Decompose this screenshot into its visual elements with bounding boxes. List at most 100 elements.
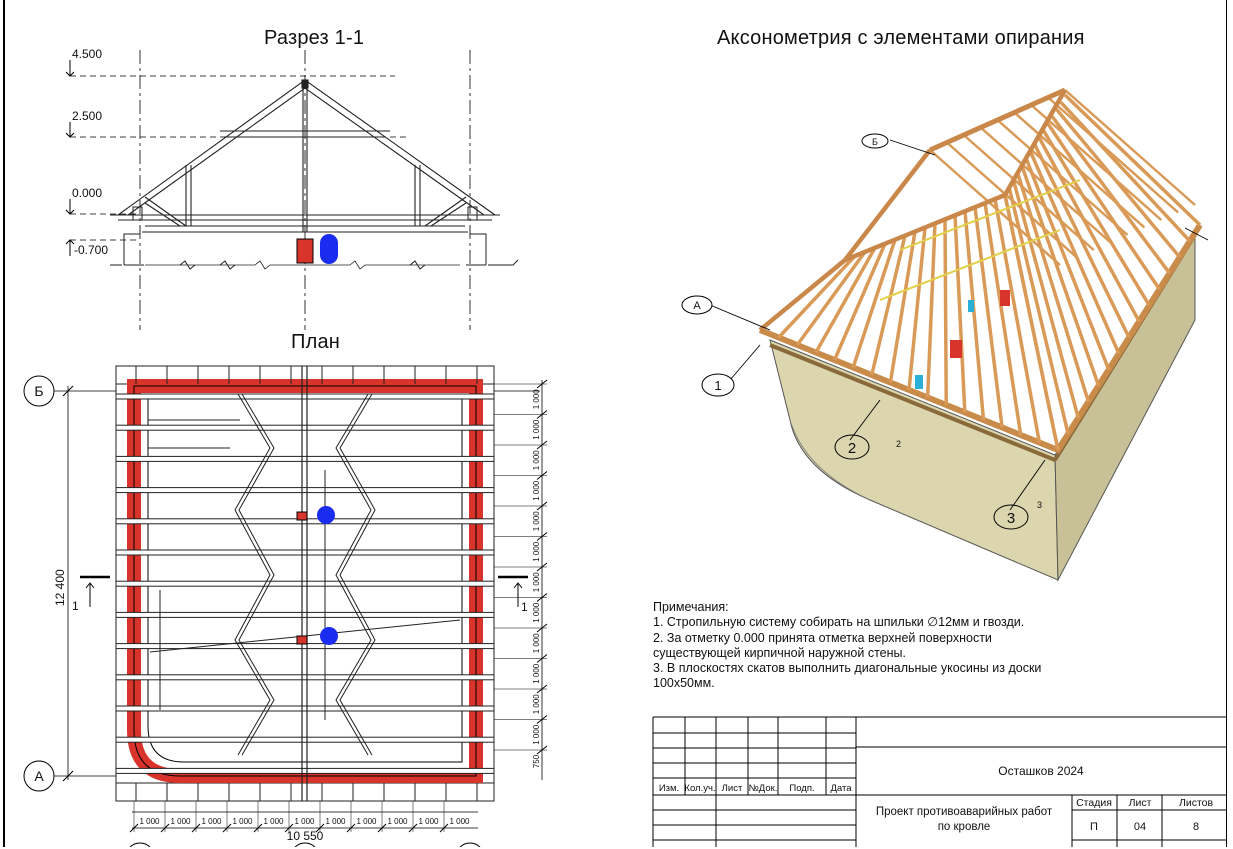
level-4500: 4.500: [72, 47, 102, 61]
right-dim-label: 1 000: [532, 389, 541, 410]
axo-hip: [844, 192, 1006, 263]
svg-text:1: 1: [714, 378, 721, 393]
stamp-h-koluch: Кол.уч.: [684, 783, 715, 794]
stamp-sheets-label: Листов: [1179, 797, 1214, 809]
axo-rafter: [1020, 165, 1101, 387]
axo-rafter: [851, 239, 897, 369]
frame-left: [3, 0, 5, 847]
stamp-h-list: Лист: [722, 783, 743, 794]
right-dim-label: 1 000: [532, 450, 541, 471]
stamp-h-data: Дата: [830, 783, 852, 794]
plan-post-2: [296, 635, 308, 645]
axonometry-title: Аксонометрия с элементами опирания: [717, 27, 1085, 49]
plan-ridge: [301, 366, 308, 801]
plan-braces: [148, 393, 461, 756]
level-0700: -0.700: [74, 243, 108, 257]
axo-rafter: [1050, 115, 1171, 275]
axo-mark-1: 1: [701, 373, 735, 397]
plan-rafter: [115, 611, 495, 618]
right-dim-label: 1 000: [532, 694, 541, 715]
axis-a-label: А: [34, 768, 44, 784]
svg-text:3: 3: [1007, 510, 1015, 527]
axo-rafter: [943, 219, 948, 406]
stamp-project-1: Проект противоаварийных работ: [876, 806, 1053, 818]
stamp-stage: П: [1090, 821, 1098, 833]
notes-heading: Примечания:: [653, 600, 729, 614]
stamp-h-ndok: №Док.: [749, 783, 778, 794]
axo-rafter: [925, 223, 937, 398]
section-mark-right: 1: [521, 600, 528, 614]
plan-rafter: [115, 767, 495, 774]
axonometry-drawing: Б А 1 2 3 2 3: [681, 87, 1209, 582]
bottom-dim-label: 1 000: [325, 817, 346, 826]
axo-rafters: [758, 88, 1202, 451]
axo-rafter: [1064, 89, 1196, 206]
bottom-dim-label: 1 000: [201, 817, 222, 826]
axo-interior: [879, 179, 1081, 389]
right-dim-label: 1 000: [532, 541, 541, 562]
axo-rafter: [1063, 93, 1202, 227]
svg-text:Б: Б: [872, 137, 878, 147]
plan-rafter: [115, 705, 495, 712]
right-dim-label: 1 000: [532, 663, 541, 684]
notes-line-4: 3. В плоскостях скатов выполнить диагона…: [653, 661, 1042, 676]
axo-hip: [843, 148, 932, 262]
level-0000: 0.000: [72, 186, 102, 200]
axo-rafter: [1037, 137, 1141, 323]
plan-rafter: [115, 674, 495, 681]
blue-pipe: [320, 234, 338, 264]
right-dim-label: 1 000: [532, 633, 541, 654]
bottom-dim-label: 1 000: [263, 817, 284, 826]
axo-rafter: [1042, 129, 1151, 307]
axo-rafter: [907, 227, 927, 391]
stamp-org: Осташков 2024: [998, 764, 1084, 778]
notes-block: Примечания: 1. Стропильную систему собир…: [653, 600, 1113, 692]
plan-width-dim: 10 550: [287, 829, 324, 843]
axo-rafter: [1030, 104, 1163, 221]
section-cut-left: [80, 575, 110, 607]
plan-rafter: [115, 424, 495, 431]
walls-section: [110, 206, 519, 270]
axo-rafter: [963, 211, 986, 421]
axo-rafter: [983, 202, 1023, 436]
notes-line-5: 100x50мм.: [653, 676, 715, 691]
bottom-dim-label: 1 000: [170, 817, 191, 826]
right-dim-label: 1 000: [532, 419, 541, 440]
right-dim-label: 1 000: [532, 724, 541, 745]
right-dim-chain: 1 000 1 000 1 000 1 000 1 000 1 000 1 000 1 000…: [494, 379, 548, 768]
plan-post-1: [296, 511, 308, 521]
axo-ridge: [928, 87, 1067, 153]
level-2500: 2.500: [72, 109, 102, 123]
section-title: Разрез 1-1: [264, 27, 365, 49]
plan-rafter: [115, 393, 495, 400]
plan-rafter: [115, 736, 495, 743]
axo-rafter: [929, 149, 1061, 266]
axo-rafter: [777, 254, 857, 339]
axo-rafter: [1047, 96, 1179, 214]
axo-rafter: [795, 250, 867, 347]
stamp-h-podp: Подп.: [789, 783, 814, 794]
axo-wall-label-3: 3: [1037, 500, 1042, 510]
notes-line-1: 1. Стропильную систему собирать на шпиль…: [653, 615, 1025, 630]
plan-rafter: [115, 549, 495, 556]
axo-rafter: [1016, 173, 1091, 403]
stamp-project-2: по кровле: [938, 821, 991, 833]
axo-mark-b: Б: [861, 133, 889, 149]
bottom-dim-label: 1 000: [294, 817, 315, 826]
axo-mark-3: 3: [993, 504, 1029, 530]
axo-mark-a: А: [681, 295, 713, 315]
right-dim-label: 1 000: [532, 511, 541, 532]
axo-rafter: [870, 235, 907, 376]
plan-pipe-2: [320, 627, 338, 645]
right-dim-label: 1 000: [532, 480, 541, 501]
plan-rafter: [115, 455, 495, 462]
axo-rafter: [832, 243, 887, 361]
axo-wall-label-2: 2: [896, 439, 901, 449]
frame-right: [1226, 0, 1227, 847]
stamp-sheets: 8: [1193, 821, 1199, 833]
bottom-dim-label: 1 000: [356, 817, 377, 826]
right-dim-label: 1 000: [532, 602, 541, 623]
bottom-dim-label: 1 000: [232, 817, 253, 826]
